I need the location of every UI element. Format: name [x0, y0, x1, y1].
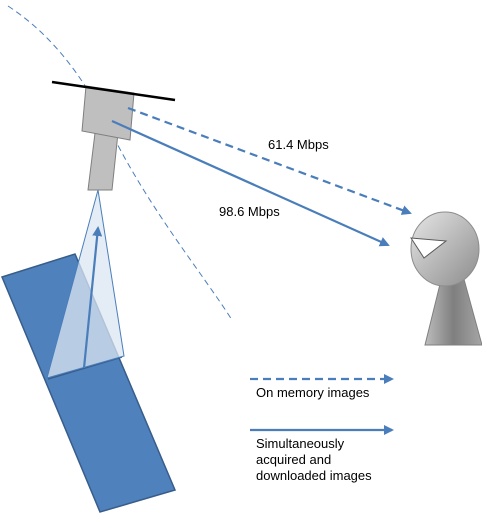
dashed-downlink-arrow: [127, 106, 412, 215]
satellite-bus-lower: [87, 132, 119, 191]
solid-downlink-arrow: [111, 119, 390, 247]
satellite-top-plate: [51, 80, 176, 102]
ground-antenna-icon: [410, 211, 482, 346]
solar-panel: [0, 253, 177, 513]
field-of-view-cone: [46, 189, 125, 379]
solid-rate-label: 98.6 Mbps: [219, 204, 280, 219]
satellite-icon: [0, 80, 177, 513]
antenna-feed: [410, 237, 448, 259]
cone-centerline: [82, 226, 103, 369]
dashed-rate-label: 61.4 Mbps: [268, 137, 329, 152]
legend-dashed-label: On memory images: [256, 385, 370, 400]
antenna-dish: [410, 211, 480, 287]
legend-solid-label: Simultaneously acquired and downloaded i…: [256, 436, 372, 483]
